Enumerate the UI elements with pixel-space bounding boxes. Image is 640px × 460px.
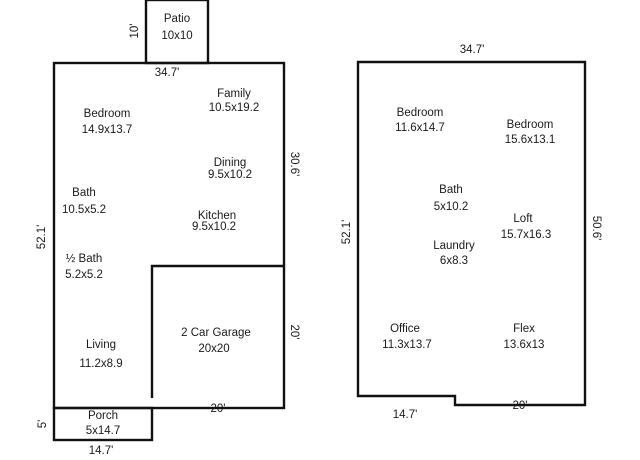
- dim-top-width-first: 34.7': [155, 67, 180, 79]
- room-name-dining: Dining: [214, 157, 247, 169]
- dim-patio-depth: 10': [129, 24, 141, 39]
- dim-porch-depth: 5': [37, 420, 49, 429]
- room-name-laundry: Laundry: [433, 240, 475, 252]
- room-size-family: 10.5x19.2: [209, 102, 260, 114]
- room-size-laundry: 6x8.3: [440, 255, 468, 267]
- room-size-patio: 10x10: [161, 30, 192, 42]
- room-name-kitchen: Kitchen: [198, 210, 236, 222]
- second-floor-plan: Bedroom 11.6x14.7 Bedroom 15.6x13.1 Bath…: [341, 44, 602, 421]
- room-name-bedroom: Bedroom: [84, 108, 131, 120]
- dim-bottom-left-second: 14.7': [393, 409, 418, 421]
- room-size-living: 11.2x8.9: [79, 358, 122, 370]
- room-size-bedroom-2: 15.6x13.1: [505, 134, 556, 146]
- room-size-dining: 9.5x10.2: [208, 169, 252, 181]
- room-size-flex: 13.6x13: [504, 339, 545, 351]
- dim-bottom-right-second: 20': [513, 400, 528, 412]
- dim-right-depth-second: 50.6': [590, 216, 602, 241]
- room-name-bedroom-2: Bedroom: [507, 119, 554, 131]
- room-name-flex: Flex: [513, 323, 535, 335]
- dim-garage-depth: 20': [288, 325, 300, 340]
- dim-top-width-second: 34.7': [460, 44, 485, 56]
- room-name-office: Office: [390, 323, 420, 335]
- room-size-garage: 20x20: [198, 343, 229, 355]
- first-floor-plan: Patio 10x10 Family 10.5x19.2 Bedroom 14.…: [36, 0, 300, 457]
- room-name-family: Family: [217, 88, 251, 100]
- garage-wall: [150, 264, 284, 398]
- room-size-bedroom-1: 11.6x14.7: [395, 122, 445, 134]
- room-size-porch: 5x14.7: [86, 425, 121, 437]
- room-name-upstairs-bath: Bath: [439, 184, 463, 196]
- room-name-bedroom-1: Bedroom: [397, 107, 444, 119]
- room-size-office: 11.3x13.7: [382, 339, 432, 351]
- main-house-outline: [52, 61, 286, 410]
- room-name-half-bath: ½ Bath: [66, 253, 102, 265]
- dim-garage-width: 20': [211, 403, 226, 415]
- dim-left-depth-first: 52.1': [36, 225, 48, 250]
- room-name-garage: 2 Car Garage: [181, 327, 251, 339]
- room-size-kitchen: 9.5x10.2: [192, 221, 236, 233]
- second-floor-outline: [356, 60, 587, 407]
- room-name-loft: Loft: [513, 213, 533, 225]
- room-size-bedroom: 14.9x13.7: [82, 124, 133, 136]
- dim-porch-width: 14.7': [89, 445, 114, 457]
- dim-right-upper-first: 30.6': [288, 152, 300, 177]
- room-name-porch: Porch: [88, 410, 118, 422]
- room-name-bath: Bath: [72, 187, 96, 199]
- room-size-loft: 15.7x16.3: [501, 229, 552, 241]
- room-size-upstairs-bath: 5x10.2: [434, 201, 469, 213]
- room-size-half-bath: 5.2x5.2: [65, 269, 103, 281]
- room-name-patio: Patio: [164, 13, 190, 25]
- room-name-living: Living: [86, 339, 116, 351]
- porch-outline: [52, 406, 154, 442]
- dim-left-depth-second: 52.1': [341, 220, 353, 245]
- room-size-bath: 10.5x5.2: [62, 204, 106, 216]
